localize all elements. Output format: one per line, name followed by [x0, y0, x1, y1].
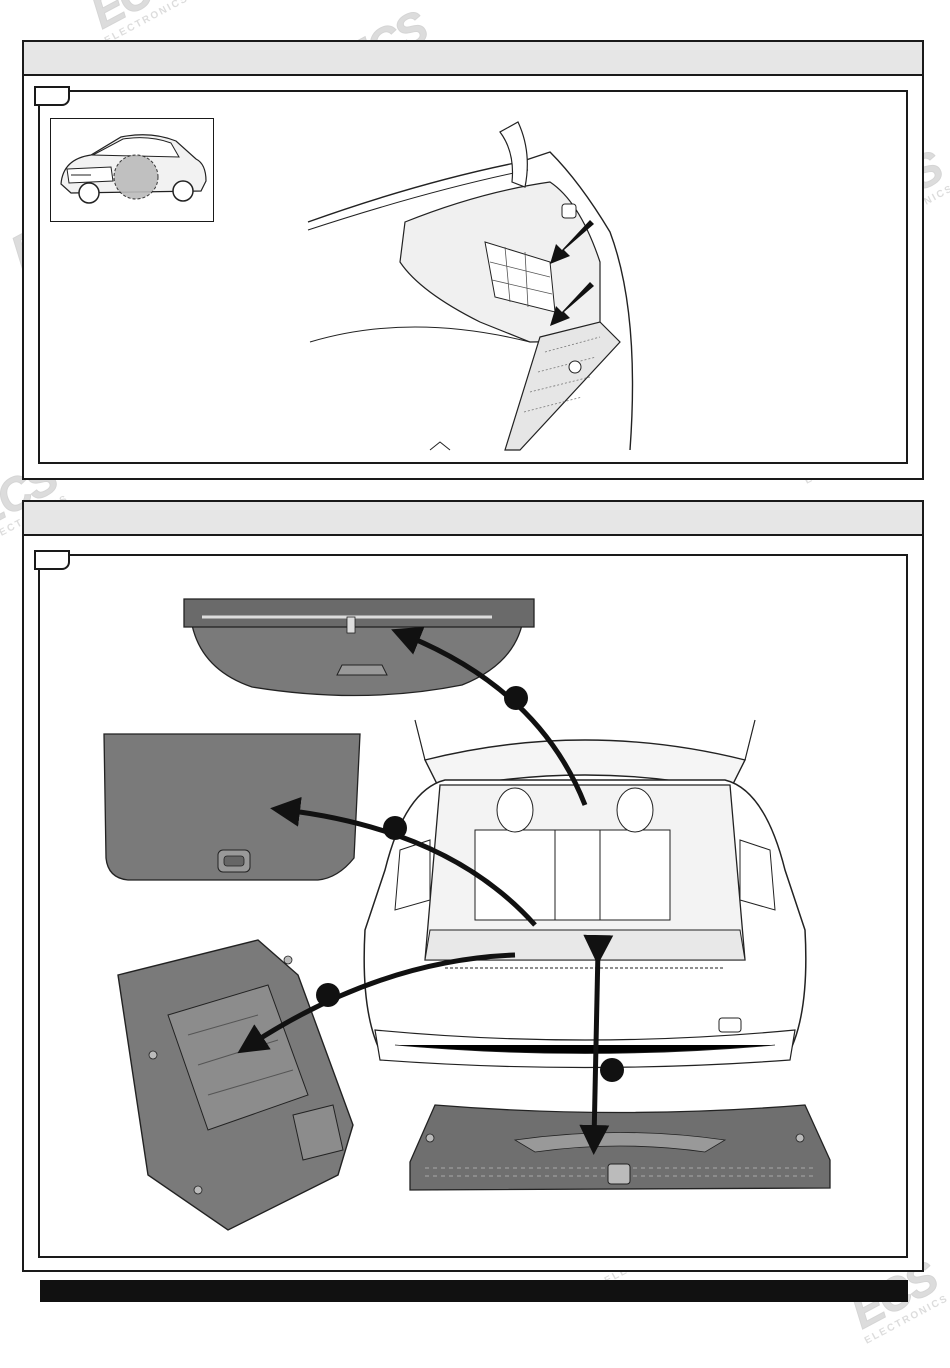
arrow-icon — [237, 626, 624, 1155]
arrow-icon — [550, 220, 594, 264]
sill-trim-icon — [409, 1104, 831, 1191]
step-1-header — [22, 40, 924, 76]
car-rear-view-inset — [50, 118, 214, 222]
step-2-header — [22, 500, 924, 536]
step-2-number-tab — [34, 550, 70, 570]
floor-panel-icon — [103, 733, 361, 881]
footer-bar — [40, 1280, 908, 1302]
parcel-shelf-icon — [183, 598, 535, 697]
trunk-interior-icon — [307, 121, 634, 451]
estate-car-rear-icon — [363, 719, 807, 1069]
storage-tray-icon — [117, 939, 354, 1231]
arrow-icon — [550, 282, 594, 326]
step-1-number-tab — [34, 86, 70, 106]
car-rear-view-icon — [60, 134, 207, 204]
